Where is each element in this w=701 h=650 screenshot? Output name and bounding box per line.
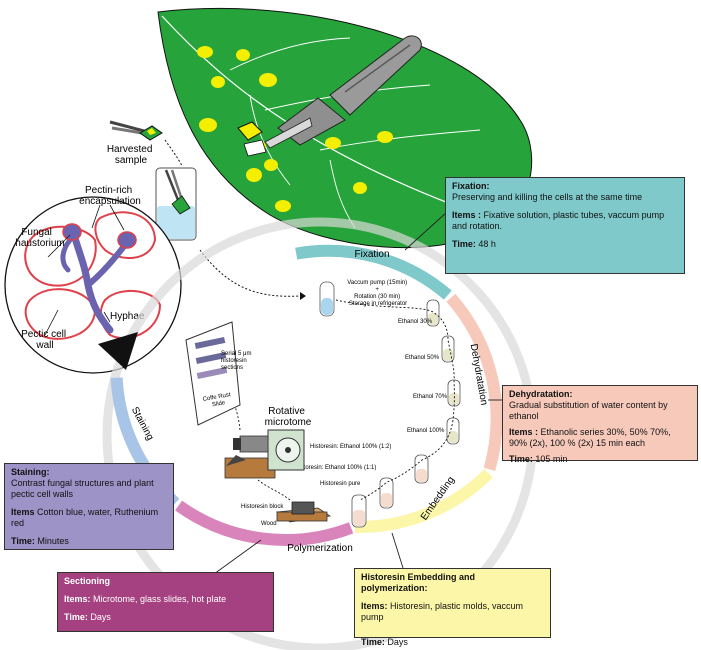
fungal-haustorium-label: Fungal haustorium	[15, 227, 64, 249]
fixation-time: Time: 48 h	[452, 239, 496, 249]
dotted-arrow-harvest	[164, 139, 183, 167]
embedding-time: Time: Days	[361, 637, 408, 647]
fixation-tube	[155, 167, 197, 241]
staining-desc: Contrast fungal structures and plant pec…	[11, 478, 154, 499]
ring-arrowhead	[98, 332, 138, 370]
dotted-path-tubes	[335, 299, 455, 501]
arrowhead	[300, 292, 306, 300]
historesin-1-1-label: Historesin: Ethanol 100% (1:1)	[295, 465, 376, 471]
ring-label-polymerization: Polymerization	[287, 543, 353, 554]
dotted-arrow-block	[257, 479, 291, 501]
sectioning-info-box: Sectioning Items: Microtome, glass slide…	[57, 572, 274, 632]
dehydratation-time: Time: 105 min	[509, 454, 568, 464]
historesin-block	[275, 501, 332, 523]
ring-fixation	[295, 244, 452, 300]
embedding-info-box: Historesin Embedding and polymerization:…	[354, 568, 551, 647]
leaf-cut	[237, 121, 267, 157]
ring-label-fixation: Fixation	[354, 249, 389, 260]
scalpel	[264, 35, 422, 149]
tweezers-harvest	[109, 120, 163, 141]
slide-label: Coffe Rust Slide	[202, 392, 234, 410]
rotative-microtome-label: Rotative microtome	[265, 406, 312, 428]
fixation-items: Items : Fixative solution, plastic tubes…	[452, 210, 665, 231]
ring-dehydratation	[446, 293, 503, 472]
ethanol-tubes	[351, 299, 461, 528]
fixation-info-box: Fixation: Preserving and killing the cel…	[445, 177, 685, 274]
sectioning-items: Items: Microtome, glass slides, hot plat…	[64, 594, 227, 604]
staining-info-box: Staining: Contrast fungal structures and…	[4, 463, 174, 550]
fixation-desc: Preserving and killing the cells at the …	[452, 192, 643, 202]
staining-title: Staining:	[11, 467, 50, 477]
dehydratation-info-box: Dehydratation: Gradual substitution of w…	[502, 385, 698, 464]
wood-label: Wood	[261, 521, 277, 527]
historesin-1-2-label: Historesin: Ethanol 100% (1:2)	[310, 444, 391, 450]
tube-vacuum	[319, 281, 335, 317]
ethanol-50-label: Ethanol 50%	[405, 355, 440, 361]
fixation-title: Fixation:	[452, 181, 490, 191]
embedding-title: Historesin Embedding and polymerization:	[361, 572, 476, 593]
ethanol-100-label: Ethanol 100%	[407, 428, 445, 434]
dotted-arrow-tube	[199, 249, 301, 297]
sectioning-time: Time: Days	[64, 612, 111, 622]
ring-polymerization	[175, 500, 354, 546]
ring-embedding	[354, 469, 493, 533]
dehydratation-items: Items : Ethanolic series 30%, 50% 70%, 9…	[509, 427, 671, 448]
magnified-view	[4, 196, 182, 374]
rotative-microtome	[224, 429, 305, 479]
staining-time: Time: Minutes	[11, 536, 69, 546]
hyphae-label: Hyphae	[110, 311, 145, 322]
ethanol-30-label: Ethanol 30%	[398, 319, 433, 325]
embedding-items: Items: Historesin, plastic molds, vaccum…	[361, 601, 524, 622]
dehydratation-title: Dehydratation:	[509, 389, 573, 399]
pectic-cell-wall-label: Pectic cell wall	[21, 329, 69, 351]
harvested-sample-label: Harvested sample	[107, 144, 155, 166]
sectioning-title: Sectioning	[64, 576, 111, 586]
vacuum-step-label: Vaccum pump (15min) + Rotation (30 min) …	[347, 280, 409, 307]
staining-items: Items Cotton blue, water, Ruthenium red	[11, 507, 159, 528]
pectin-rich-label: Pectin-rich encapsulation	[79, 185, 141, 207]
coffee-rust-slide	[185, 321, 241, 426]
historesin-pure-label: Historesin pure	[320, 481, 361, 487]
serial-sections-label: Serial 5 μm historesin sections	[221, 351, 253, 371]
historesin-block-label: Historesin block	[241, 504, 284, 510]
ethanol-70-label: Ethanol 70%	[413, 394, 448, 400]
dehydratation-desc: Gradual substitution of water content by…	[509, 400, 668, 421]
